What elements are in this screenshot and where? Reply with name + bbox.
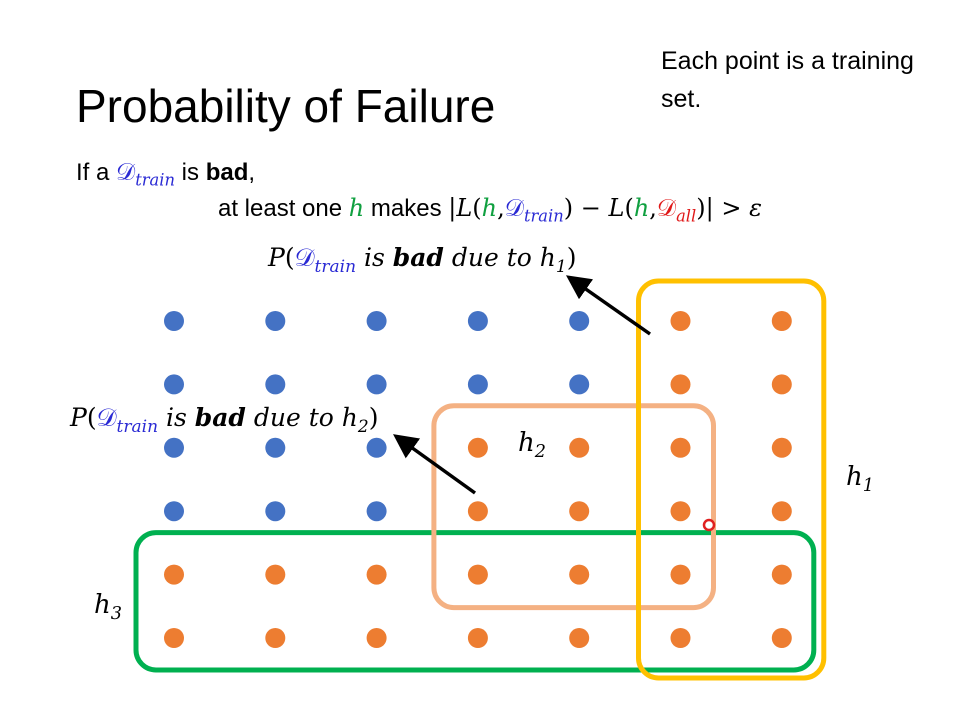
bad-text: bad: [205, 159, 249, 186]
region-h3: [133, 530, 817, 673]
training-set-points: [164, 311, 792, 648]
d-train-symbol: 𝒟train: [116, 158, 175, 190]
bad-training-set-point: [771, 564, 792, 585]
bad-training-set-point: [771, 501, 792, 522]
good-training-set-point: [265, 501, 286, 522]
good-training-set-point: [164, 437, 184, 458]
bad-training-set-point: [467, 628, 488, 648]
region-h2: [431, 403, 716, 611]
bad-training-set-point: [467, 501, 488, 522]
good-training-set-point: [467, 374, 488, 395]
good-training-set-point: [164, 501, 184, 522]
bad-training-set-point: [265, 564, 286, 585]
good-training-set-point: [569, 374, 590, 395]
region-label-h3: h3: [94, 590, 122, 625]
annotation-arrows: [393, 275, 716, 532]
annotation-h1-probability: P(𝒟train is bad due to h1): [268, 243, 577, 277]
good-training-set-point: [366, 501, 387, 522]
bad-training-set-point: [366, 628, 387, 648]
bad-training-set-point: [670, 374, 691, 395]
bad-training-set-point: [265, 628, 286, 648]
bad-training-set-point: [164, 564, 184, 585]
makes-text: makes: [370, 195, 442, 222]
bad-training-set-point: [569, 564, 590, 585]
consequence-line: at least one h makes |L(h,𝒟train) − L(h,…: [218, 190, 762, 235]
region-label-h1: h1: [846, 462, 874, 497]
h-symbol: h: [348, 194, 365, 222]
good-training-set-point: [265, 437, 286, 458]
bad-training-set-point: [670, 311, 691, 331]
arrow-h2: [393, 434, 477, 495]
pointer-cursor-icon: [702, 518, 716, 532]
if-a-text: If a: [76, 159, 110, 186]
good-training-set-point: [366, 437, 387, 458]
good-training-set-point: [164, 374, 184, 395]
bad-training-set-point: [670, 501, 691, 522]
good-training-set-point: [164, 311, 184, 331]
good-training-set-point: [265, 311, 286, 331]
bad-training-set-point: [771, 374, 792, 395]
bad-training-set-point: [569, 501, 590, 522]
good-training-set-point: [569, 311, 590, 331]
bad-training-set-point: [164, 628, 184, 648]
comma-text: ,: [248, 159, 256, 186]
annotation-h2-probability: P(𝒟train is bad due to h2): [70, 403, 379, 437]
bad-training-set-point: [771, 437, 792, 458]
arrow-h1: [565, 275, 652, 336]
good-training-set-point: [366, 374, 387, 395]
slide-title: Probability of Failure: [76, 80, 496, 132]
condition-line: If a 𝒟train is bad,: [76, 154, 255, 199]
good-training-set-point: [467, 311, 488, 331]
bad-training-set-point: [467, 437, 488, 458]
bad-training-set-point: [366, 564, 387, 585]
note-text: Each point is a training set.: [661, 47, 914, 113]
good-training-set-point: [366, 311, 387, 331]
region-h1: [636, 278, 827, 681]
bad-training-set-point: [569, 628, 590, 648]
region-label-h2: h2: [518, 428, 546, 463]
bad-training-set-point: [771, 311, 792, 331]
loss-difference-formula: |L(h,𝒟train) − L(h,𝒟all)| > ε: [448, 194, 762, 226]
is-text: is: [181, 159, 200, 186]
at-least-one-text: at least one: [218, 195, 343, 222]
bad-training-set-point: [670, 564, 691, 585]
hypothesis-regions: [133, 278, 827, 681]
bad-training-set-point: [771, 628, 792, 648]
bad-training-set-point: [569, 437, 590, 458]
good-training-set-point: [265, 374, 286, 395]
bad-training-set-point: [670, 628, 691, 648]
bad-training-set-point: [467, 564, 488, 585]
bad-training-set-point: [670, 437, 691, 458]
